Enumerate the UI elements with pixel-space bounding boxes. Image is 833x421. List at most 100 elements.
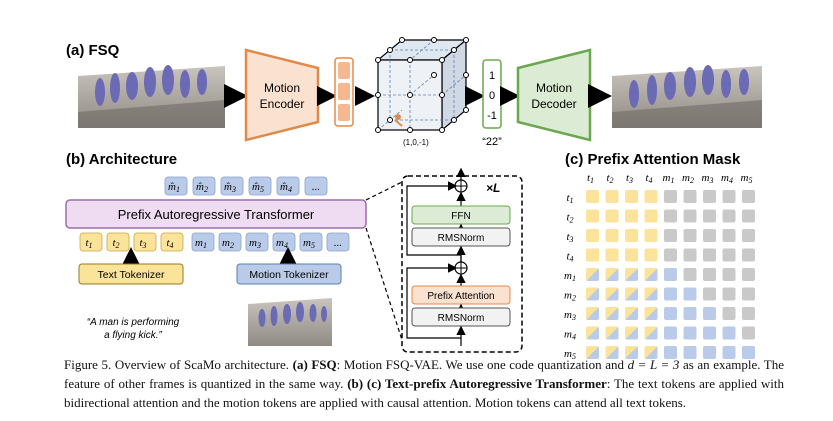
- mask-cell-2-7: [703, 209, 716, 223]
- mask-col-label-7: m3: [702, 172, 714, 185]
- mask-row-label-4: t4: [566, 251, 573, 264]
- code-index: “22”: [482, 136, 502, 148]
- mask-cell-7-4: [644, 307, 658, 320]
- mask-cell-1-1: [586, 190, 599, 203]
- mask-cell-3-4: [644, 229, 658, 242]
- mask-cell-5-9: [742, 268, 755, 281]
- mask-cell-1-6: [683, 190, 697, 203]
- mask-cell-1-9: [742, 190, 755, 203]
- mask-cell-6-9: [742, 287, 755, 301]
- svg-text:m2: m2: [222, 237, 234, 250]
- mask-col-label-5: m1: [663, 172, 675, 185]
- mask-cell-2-4: [644, 209, 658, 223]
- mask-cell-3-8: [722, 229, 736, 242]
- mask-cell-9-4: [644, 346, 658, 359]
- motion-decoder: [516, 48, 592, 142]
- mask-cell-3-3: [625, 229, 638, 242]
- svg-text:t3: t3: [139, 237, 146, 250]
- mask-cell-6-3: [625, 287, 638, 301]
- mask-cell-2-1: [586, 209, 599, 223]
- mask-col-label-9: m5: [741, 172, 753, 185]
- svg-text:m3: m3: [249, 237, 261, 250]
- mask-cell-7-9: [742, 307, 755, 320]
- mask-cell-1-4: [644, 190, 658, 203]
- mask-cell-6-8: [722, 287, 736, 301]
- caption-bc-text: : The text tokens are applied with bidir…: [64, 376, 784, 410]
- transformer-block: [401, 175, 523, 353]
- input-motion-token-5: m5: [299, 232, 323, 252]
- mask-cell-8-6: [683, 326, 697, 340]
- code-value-1: 1: [489, 70, 495, 82]
- input-text-token-1: t1: [79, 232, 103, 252]
- caption-fig: Figure 5. Overview of ScaMo architecture…: [64, 357, 293, 372]
- svg-text:m5: m5: [303, 237, 315, 250]
- caption-bc-bold: (b) (c) Text-prefix Autoregressive Trans…: [347, 376, 607, 391]
- input-motion-image: [78, 65, 225, 128]
- mask-row-label-6: m2: [564, 290, 576, 303]
- caption-a-text: : Motion FSQ-VAE. We use one code quanti…: [336, 357, 628, 372]
- mask-cell-6-7: [703, 287, 716, 301]
- mask-row-label-3: t3: [566, 231, 573, 244]
- svg-text:t4: t4: [166, 237, 173, 250]
- mask-col-label-3: t3: [626, 172, 633, 185]
- mask-row-label-2: t2: [566, 212, 573, 225]
- input-motion-token-2: m2: [218, 232, 242, 252]
- mask-cell-4-1: [586, 248, 599, 262]
- mask-cell-8-5: [664, 326, 677, 340]
- mask-cell-7-8: [722, 307, 736, 320]
- encoder-label-2: Encoder: [260, 97, 305, 111]
- mask-cell-6-5: [664, 287, 677, 301]
- mask-cell-8-8: [722, 326, 736, 340]
- zoom-line-bottom: [365, 227, 403, 341]
- svg-text:m̂4: m̂4: [280, 181, 292, 194]
- mask-cell-2-6: [683, 209, 697, 223]
- mask-cell-5-5: [664, 268, 677, 281]
- mask-cell-3-7: [703, 229, 716, 242]
- mask-cell-8-7: [703, 326, 716, 340]
- output-motion-image: [612, 65, 762, 128]
- mask-cell-6-1: [586, 287, 599, 301]
- ffn-label: FFN: [451, 211, 470, 222]
- mask-cell-5-3: [625, 268, 638, 281]
- section-b-title: (b) Architecture: [66, 151, 177, 168]
- decoder-label-2: Decoder: [531, 97, 576, 111]
- mask-row-label-9: m5: [564, 348, 576, 361]
- mask-cell-4-3: [625, 248, 638, 262]
- input-motion-token-1: m1: [191, 232, 215, 252]
- svg-text:m̂3: m̂3: [224, 181, 236, 194]
- mask-cell-2-2: [605, 209, 619, 223]
- mask-cell-3-6: [683, 229, 697, 242]
- mask-cell-2-3: [625, 209, 638, 223]
- predicted-token-5: m̂4: [276, 176, 300, 196]
- predicted-token-2: m̂2: [192, 176, 216, 196]
- mask-cell-3-2: [605, 229, 619, 242]
- cube-coordinate: (1,0,-1): [403, 138, 429, 147]
- mask-col-label-6: m2: [682, 172, 694, 185]
- predicted-token-1: m̂1: [164, 176, 188, 196]
- mask-cell-9-1: [586, 346, 599, 359]
- mask-cell-9-2: [605, 346, 619, 359]
- mask-cell-7-5: [664, 307, 677, 320]
- mask-cell-9-3: [625, 346, 638, 359]
- motion-tokenizer: [236, 263, 342, 285]
- mask-cell-9-5: [664, 346, 677, 359]
- mask-cell-5-2: [605, 268, 619, 281]
- motion-encoder: [244, 48, 320, 142]
- mask-cell-2-8: [722, 209, 736, 223]
- mask-cell-3-5: [664, 229, 677, 242]
- prompt-line-1: “A man is performing: [87, 317, 180, 328]
- mask-cell-5-8: [722, 268, 736, 281]
- mask-cell-9-8: [722, 346, 736, 359]
- mask-col-label-1: t1: [587, 172, 594, 185]
- code-value-3: -1: [487, 110, 497, 122]
- svg-text:m̂2: m̂2: [196, 181, 208, 194]
- svg-text:m1: m1: [195, 237, 207, 250]
- mask-cell-7-2: [605, 307, 619, 320]
- prefix-ar-transformer: [65, 199, 367, 229]
- latent-vector: [334, 57, 354, 127]
- svg-text:t2: t2: [112, 237, 119, 250]
- mask-cell-1-2: [605, 190, 619, 203]
- mask-row-label-7: m3: [564, 309, 576, 322]
